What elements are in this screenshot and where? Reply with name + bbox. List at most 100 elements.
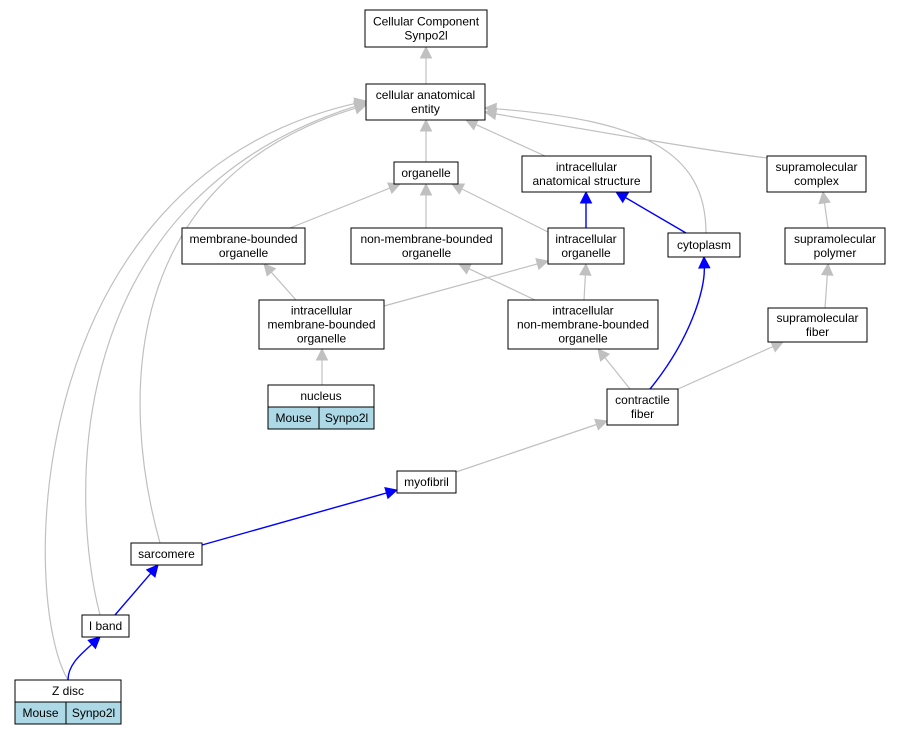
annotation-label: Synpo2l — [325, 411, 368, 425]
annotation-cell — [318, 406, 375, 430]
node-label: complex — [794, 174, 839, 188]
node-label: I band — [89, 619, 122, 633]
node-cytoplasm[interactable]: cytoplasm — [667, 232, 741, 258]
edge-arrowhead — [483, 102, 497, 116]
edge-zdisc-to-iband — [67, 636, 101, 681]
node-label: intracellular — [291, 304, 352, 318]
node-organelle[interactable]: organelle — [393, 161, 459, 185]
node-label: non-membrane-bounded — [360, 232, 492, 246]
node-label: entity — [411, 102, 440, 116]
edge-arrowhead — [315, 347, 329, 361]
node-label: nucleus — [300, 389, 341, 403]
edge-mbo-to-organelle — [289, 182, 402, 229]
annotation-row-zdisc: Mouse Synpo2l — [14, 701, 122, 725]
node-label: supramolecular — [775, 160, 857, 174]
edge-arrowhead — [457, 263, 473, 275]
node-label: supramolecular — [794, 232, 876, 246]
edge-imbo-to-mbo — [263, 263, 297, 301]
node-label: fiber — [631, 407, 654, 421]
edge-arrowhead — [594, 418, 609, 431]
edge-arrowhead — [87, 636, 101, 650]
edge-arrowhead — [769, 340, 785, 353]
node-label: intracellular — [552, 304, 613, 318]
edge-arrowhead — [419, 118, 433, 132]
edge-arrowhead — [820, 262, 834, 276]
edge-arrowhead — [464, 119, 480, 131]
node-label: non-membrane-bounded — [517, 318, 649, 332]
node-inmbo[interactable]: intracellularnon-membrane-boundedorganel… — [507, 299, 659, 350]
edge-smp-to-smc — [818, 190, 831, 229]
edge-zdisc-to-cae — [44, 97, 368, 681]
edge-arrowhead — [698, 255, 711, 269]
edge-arrowhead — [579, 190, 593, 204]
node-label: sarcomere — [138, 547, 195, 561]
node-label: organelle — [401, 166, 451, 180]
edge-cf-to-smf — [677, 340, 785, 390]
edge-arrowhead — [597, 348, 611, 362]
edge-ias-to-cae — [464, 119, 546, 157]
node-label: Cellular Component — [373, 15, 480, 29]
node-label: Synpo2l — [404, 29, 447, 43]
node-label: Z disc — [52, 684, 84, 698]
edge-cf-to-inmbo — [597, 348, 631, 390]
edge-myofibril-to-cf — [455, 418, 609, 473]
node-label: intracellular — [555, 232, 616, 246]
edge-inmbo-to-io — [579, 262, 592, 301]
edge-imbo-to-io — [383, 257, 550, 307]
edge-arrowhead — [615, 191, 630, 204]
node-label: membrane-bounded — [267, 318, 375, 332]
edge-arrowhead — [263, 263, 277, 277]
edge-cytoplasm-to-cae — [483, 102, 707, 234]
edge-cf-to-cytoplasm — [649, 255, 711, 390]
annotation-label: Mouse — [275, 411, 311, 425]
node-label: cytoplasm — [677, 238, 731, 252]
node-iband[interactable]: I band — [81, 614, 130, 638]
annotation-label: Synpo2l — [72, 706, 115, 720]
node-zdisc[interactable]: Z disc — [14, 679, 122, 703]
node-label: fiber — [806, 325, 829, 339]
node-nucleus[interactable]: nucleus — [267, 384, 375, 408]
annotation-row-nucleus: Mouse Synpo2l — [267, 406, 375, 430]
node-label: organelle — [402, 246, 452, 260]
node-label: organelle — [219, 246, 269, 260]
edge-arrowhead — [535, 257, 550, 271]
edge-nmbo-to-organelle — [419, 182, 433, 228]
edge-io-to-ias — [579, 190, 593, 228]
node-myofibril[interactable]: myofibril — [396, 470, 457, 494]
node-label: contractile — [615, 393, 670, 407]
edge-smf-to-smp — [820, 262, 834, 309]
node-label: organelle — [558, 332, 608, 346]
edge-organelle-to-cae — [419, 118, 433, 162]
edge-arrowhead — [579, 262, 592, 276]
edge-arrowhead — [818, 190, 831, 205]
edge-arrowhead — [419, 182, 433, 196]
edge-arrowhead — [145, 564, 159, 578]
annotation-cell — [65, 701, 122, 725]
node-label: organelle — [297, 332, 347, 346]
edge-iband-to-sarcomere — [114, 564, 159, 616]
node-sarcomere[interactable]: sarcomere — [130, 542, 203, 566]
node-label: polymer — [814, 246, 857, 260]
edge-smc-to-cae — [483, 107, 768, 159]
edge-cae-to-root — [419, 45, 433, 84]
annotation-label: Mouse — [22, 706, 58, 720]
node-label: organelle — [561, 246, 611, 260]
node-label: supramolecular — [776, 311, 858, 325]
edge-arrowhead — [353, 97, 368, 110]
node-label: intracellular — [556, 160, 617, 174]
node-label: myofibril — [404, 475, 449, 489]
